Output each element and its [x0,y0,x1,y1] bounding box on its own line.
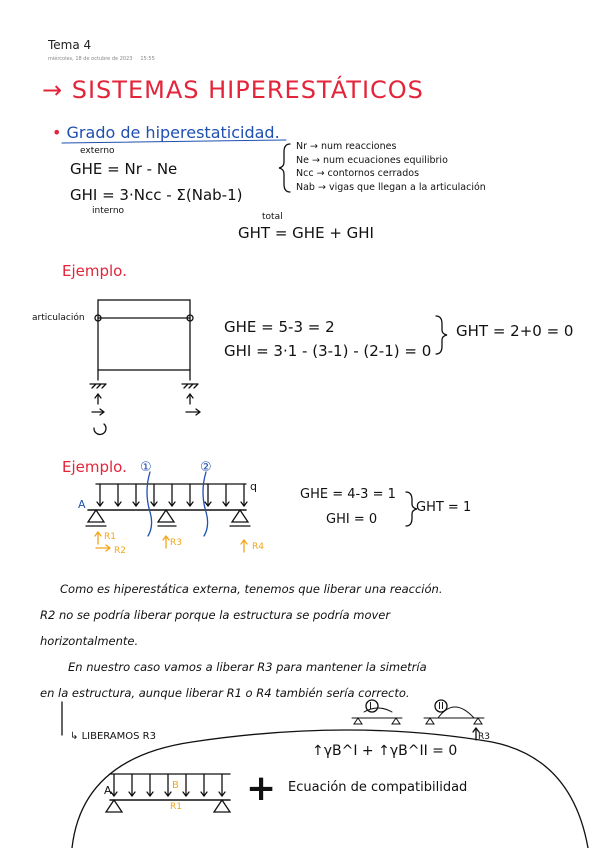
section-cut-1 [146,471,153,537]
example2-node-a: A [78,498,86,511]
legend-nab: Nab → vigas que llegan a la articulación [296,182,486,193]
page-title: Tema 4 [48,38,92,52]
ghi-tag: interno [92,206,125,216]
paragraph-line-2: R2 no se podría liberar porque la estruc… [40,608,391,622]
articulation-node-right [186,314,194,322]
example2-ghe: GHE = 4-3 = 1 [300,487,396,502]
ght-formula: GHT = GHE + GHI [238,224,374,242]
frame-outline [97,299,191,371]
support-a [85,508,107,527]
ght-tag: total [262,212,283,222]
release-node-b: B [172,780,179,791]
plus-sign: + [246,768,277,809]
legend-ne: Ne → num ecuaciones equilibrio [296,155,448,166]
reaction-r2-arrow [95,544,112,552]
section-heading: → SISTEMAS HIPERESTÁTICOS [42,76,424,104]
reaction-arrow-left [91,392,106,416]
bullet: • [52,123,62,142]
release-r1: R1 [170,802,182,812]
example2-ght: GHT = 1 [416,500,472,515]
release-node-a: A [104,784,112,797]
support-b [156,508,177,527]
example2-marker1: ① [140,460,152,475]
compatibility-label: Ecuación de compatibilidad [288,780,468,795]
reaction-arrow-right [185,392,202,416]
articulation-label: articulación [32,313,85,323]
example2-load: q [250,480,257,493]
subsection-underline [61,139,287,144]
bubble-outline [71,729,589,848]
release-support-a [104,798,124,813]
release-case1: I [369,701,372,712]
example1-label: Ejemplo. [62,262,127,280]
release-load-arrows [110,773,226,798]
support-left [89,383,107,389]
case1-circle [365,699,379,713]
example1-ghe: GHE = 5-3 = 2 [224,318,335,336]
example2-r2: R2 [114,546,126,556]
example1-brace [435,315,448,355]
release-case2: II [438,701,444,712]
example2-label: Ejemplo. [62,458,127,476]
ghe-tag: externo [80,146,115,156]
ghe-formula: GHE = Nr - Ne [70,160,178,178]
moment-arrow [93,423,107,436]
reaction-r4-arrow [240,538,248,553]
example1-ghi: GHI = 3·1 - (3-1) - (2-1) = 0 [224,342,432,360]
support-c [229,508,251,527]
example2-r1: R1 [104,532,116,542]
reaction-r3-arrow [162,534,170,549]
distributed-load-arrows [96,483,248,508]
subsection-title: Grado de hiperestaticidad. [66,123,280,142]
legend-ncc: Ncc → contornos cerrados [296,168,420,179]
page-date: miércoles, 18 de octubre de 2023 15:55 [48,56,155,62]
support-right [181,383,199,389]
paragraph-line-4: En nuestro caso vamos a liberar R3 para … [68,660,427,674]
paragraph-line-5: en la estructura, aunque liberar R1 o R4… [40,686,410,700]
legend-nr: Nr → num reacciones [296,141,397,152]
case2-arrow [472,726,480,741]
example2-r3: R3 [170,538,182,548]
paragraph-line-3: horizontalmente. [40,634,139,648]
release-label-text: LIBERAMOS R3 [81,731,156,742]
section-cut-2 [202,471,209,537]
release-r3: R3 [478,732,490,742]
legend-brace [278,143,291,193]
example1-ght: GHT = 2+0 = 0 [456,322,574,340]
example2-marker2: ② [200,460,212,475]
case2-circle [434,699,448,713]
reaction-r1-arrow [94,530,102,545]
release-support-c [212,798,232,813]
subsection-heading: • Grado de hiperestaticidad. [52,123,280,142]
example2-ghi: GHI = 0 [326,512,378,527]
articulation-node [94,314,102,322]
example2-r4: R4 [252,542,264,552]
ghi-formula: GHI = 3·Ncc - Σ(Nab-1) [70,186,243,204]
date-text: miércoles, 18 de octubre de 2023 [48,56,133,62]
case1-beam [351,707,403,725]
time-text: 15:55 [140,56,155,62]
case2-beam [423,706,485,725]
release-label: ↳ LIBERAMOS R3 [70,731,156,742]
paragraph-line-1: Como es hiperestática externa, tenemos q… [60,582,443,596]
example2-brace [405,491,418,527]
compatibility-equation: ↑γB^I + ↑γB^II = 0 [312,743,458,759]
